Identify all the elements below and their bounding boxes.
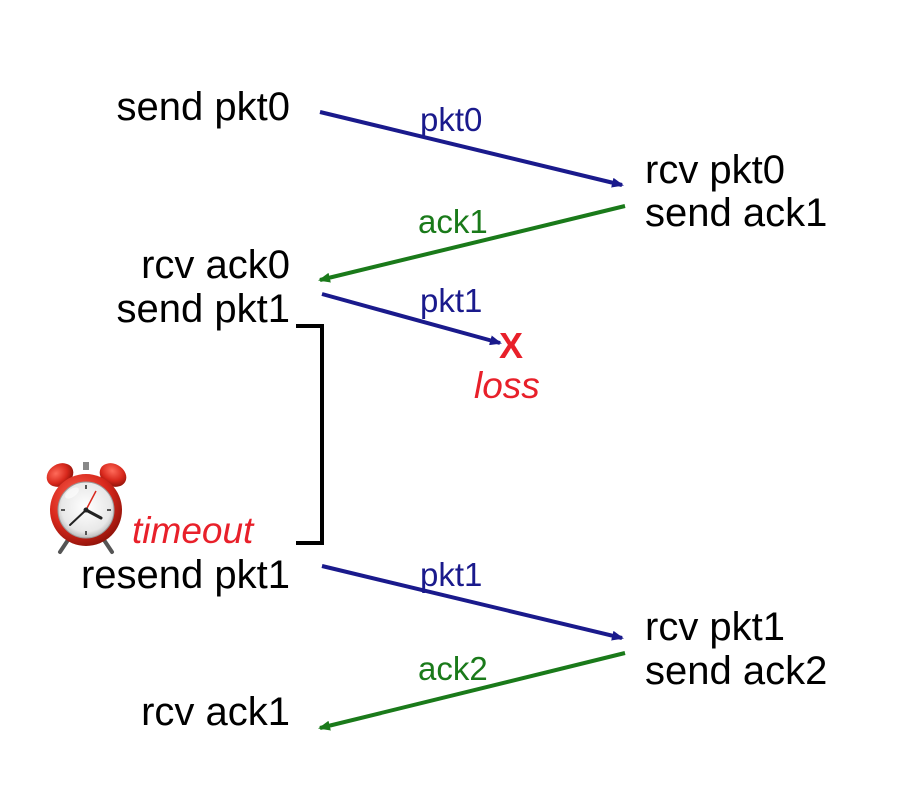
receiver-event-rcv-pkt1: rcv pkt1 [645, 605, 785, 649]
message-arrow-pkt1-resend [321, 564, 624, 641]
receiver-event-send-ack1: send ack1 [645, 191, 827, 235]
timeout-bracket [296, 324, 324, 545]
message-arrow-ack1 [318, 204, 626, 283]
message-arrow-pkt0 [319, 110, 624, 188]
receiver-event-rcv-pkt0: rcv pkt0 [645, 148, 785, 192]
timeout-label: timeout [132, 510, 255, 551]
receiver-event-send-ack2: send ack2 [645, 649, 827, 693]
message-label-pkt0: pkt0 [420, 101, 482, 138]
message-label-pkt1: pkt1 [420, 282, 482, 319]
loss-marker: X [499, 325, 523, 366]
sender-event-resend-pkt1: resend pkt1 [81, 553, 290, 597]
sender-event-rcv-ack0: rcv ack0 [141, 243, 290, 287]
message-arrow-ack2 [318, 651, 626, 731]
loss-label: loss [474, 365, 540, 406]
alarm-clock-icon [46, 462, 127, 554]
sender-event-send-pkt1: send pkt1 [117, 287, 290, 331]
message-label-ack1: ack1 [418, 203, 488, 240]
message-arrow-pkt1-lost [321, 292, 502, 346]
sender-event-rcv-ack1: rcv ack1 [141, 690, 290, 734]
sender-event-send-pkt0: send pkt0 [117, 85, 290, 129]
message-label-ack2: ack2 [418, 650, 488, 687]
message-label-pkt1-resend: pkt1 [420, 556, 482, 593]
